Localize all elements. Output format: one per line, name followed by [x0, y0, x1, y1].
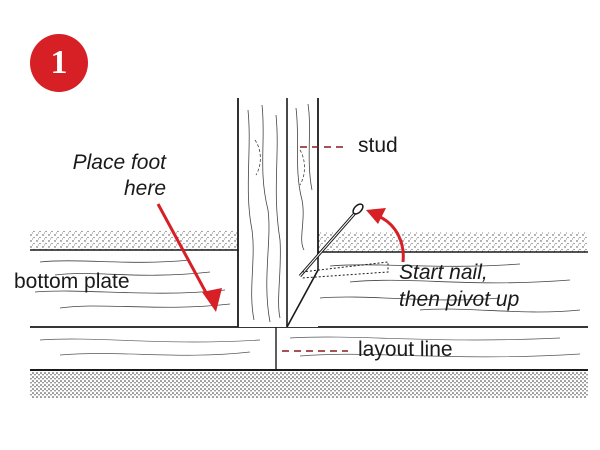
nail [298, 203, 389, 279]
place-foot-label: Place foot here [50, 150, 166, 202]
stud-label: stud [358, 134, 398, 157]
start-nail-line-2: then pivot up [399, 288, 520, 311]
pivot-arrow-curve [377, 214, 405, 263]
step-number-badge: 1 [30, 34, 88, 92]
plate-top-stipple-left [30, 230, 238, 250]
floor-stipple [30, 372, 588, 398]
start-nail-line-1: Start nail, [399, 261, 488, 284]
pivot-arrow-head [366, 208, 386, 224]
stud-body [238, 98, 318, 327]
bottom-plate-label: bottom plate [14, 270, 130, 293]
place-foot-arrow-head [202, 288, 222, 312]
place-foot-line-2: here [123, 177, 166, 200]
plate-top-stipple-right [318, 232, 588, 252]
start-nail-label: Start nail, then pivot up [399, 259, 519, 313]
place-foot-line-1: Place foot [72, 151, 166, 174]
place-foot-arrow-shaft [156, 203, 212, 301]
subfloor-grain [39, 336, 581, 358]
layout-line-label: layout line [358, 338, 453, 361]
step-number: 1 [50, 44, 68, 81]
stud-wood-grain [247, 103, 313, 323]
